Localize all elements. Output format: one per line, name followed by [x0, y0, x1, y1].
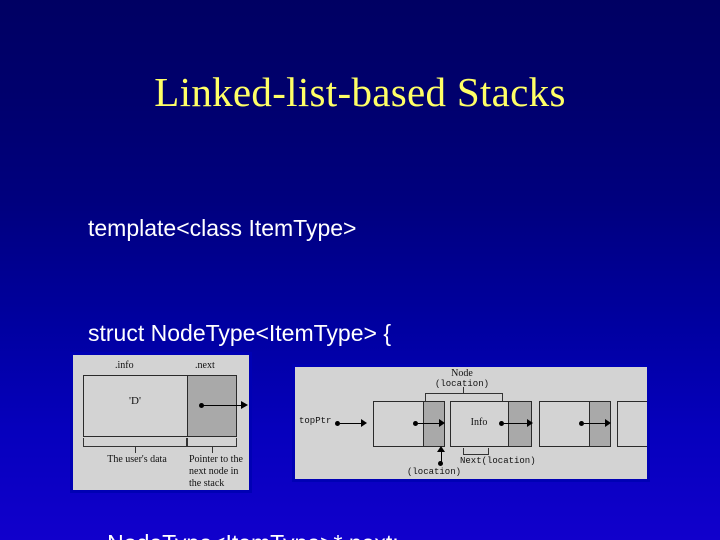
code-line-1: template<class ItemType> — [88, 215, 357, 241]
code-line-2: struct NodeType<ItemType> { — [88, 320, 391, 346]
node-4-info-cell — [617, 401, 647, 447]
top-pointer-arrow-head-icon — [361, 419, 367, 427]
pointer-arrow-head-icon — [241, 401, 248, 409]
list-node-1 — [373, 401, 445, 447]
top-pointer-label: topPtr — [299, 416, 332, 426]
node-2-arrow-head-icon — [527, 419, 533, 427]
info-field-label: .info — [115, 360, 134, 371]
pointer-dot-icon — [199, 403, 204, 408]
location-label: (location) — [407, 467, 462, 477]
node-annotation-sub: (location) — [434, 379, 489, 389]
node-2-info-cell — [450, 401, 508, 447]
node-2-info-text: Info — [470, 417, 488, 428]
node-3-pointer-line — [584, 423, 606, 424]
brace-tick-next — [212, 447, 213, 453]
top-pointer-dot-icon — [335, 421, 340, 426]
list-node-4 — [617, 401, 647, 447]
node-top-brace-stem — [463, 387, 464, 394]
list-node-2 — [450, 401, 532, 447]
location-arrow-head-icon — [437, 446, 445, 452]
node-1-pointer-dot-icon — [413, 421, 418, 426]
location-arrow-line — [441, 450, 442, 462]
node-2-pointer-dot-icon — [499, 421, 504, 426]
location-arrow-dot-icon — [438, 461, 443, 466]
node-3-arrow-head-icon — [605, 419, 611, 427]
next-cell — [187, 375, 237, 437]
pointer-arrow-line — [203, 405, 245, 406]
list-node-3 — [539, 401, 611, 447]
node-annotation-title: Node — [451, 368, 473, 379]
next-bottom-brace — [463, 448, 489, 455]
node-3-pointer-dot-icon — [579, 421, 584, 426]
top-pointer-line — [340, 423, 362, 424]
info-cell — [83, 375, 187, 437]
slide-title: Linked-list-based Stacks — [154, 69, 566, 115]
next-field-label: .next — [195, 360, 215, 371]
brace-next — [187, 438, 237, 447]
code-line-4: NodeType<ItemType>* next; — [88, 526, 399, 540]
node-anatomy-figure: .info .next 'D' The user's data Pointer … — [70, 352, 252, 493]
node-1-pointer-line — [418, 423, 440, 424]
caption-next-pointer: Pointer to the next node in the stack — [189, 454, 243, 489]
node-2-pointer-line — [504, 423, 528, 424]
node-1-arrow-head-icon — [439, 419, 445, 427]
node-top-brace — [425, 393, 503, 401]
next-location-label: Next(location) — [460, 456, 536, 466]
brace-info — [83, 438, 187, 447]
brace-tick-info — [135, 447, 136, 453]
info-cell-value: 'D' — [129, 395, 141, 407]
linked-list-figure: topPtr Info — [292, 364, 650, 482]
caption-user-data: The user's data — [107, 454, 167, 465]
node-location-annotation: Node (location) — [407, 368, 517, 390]
